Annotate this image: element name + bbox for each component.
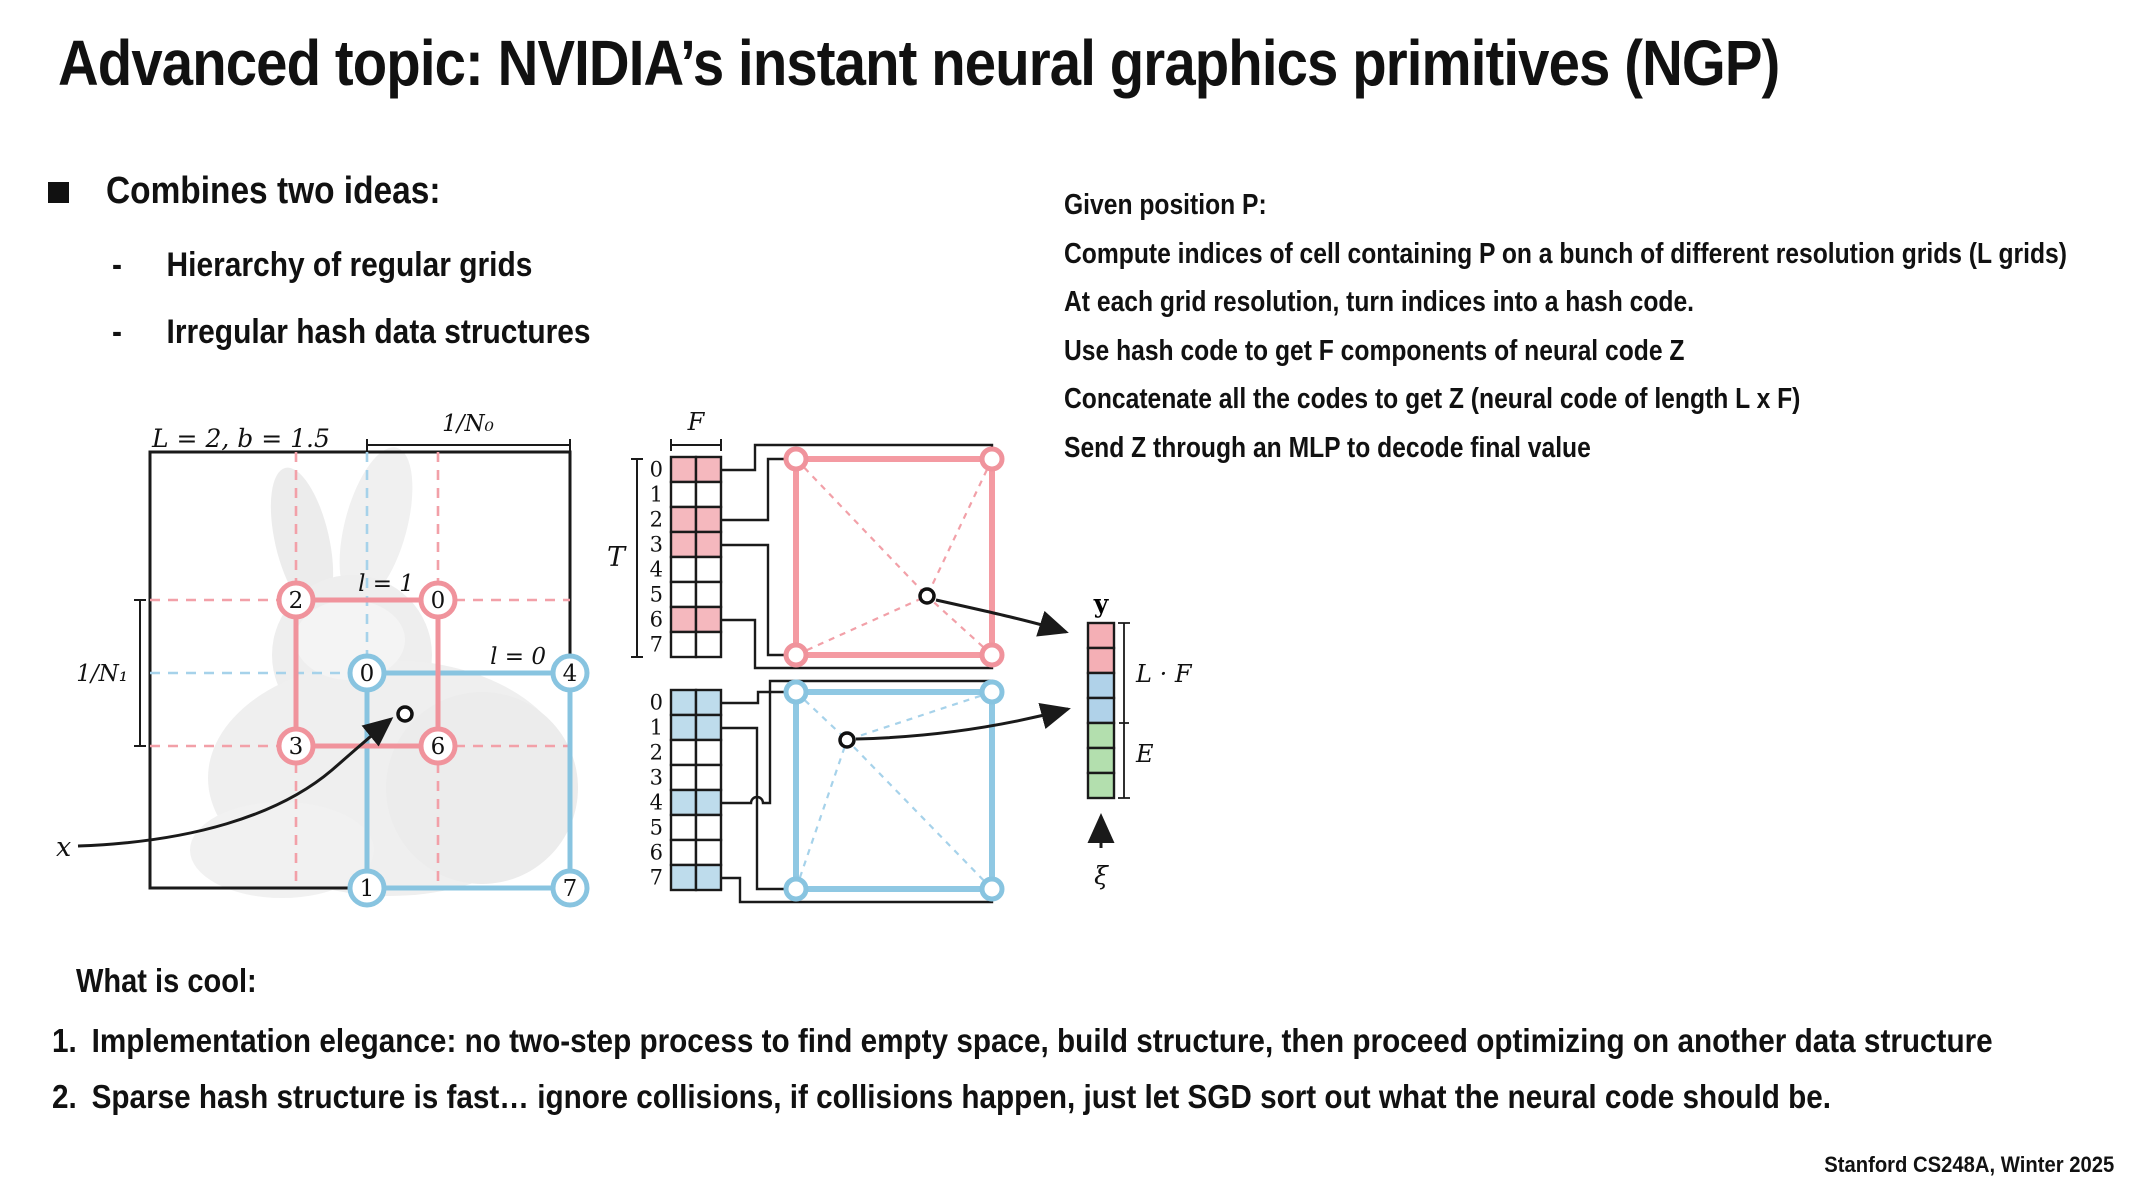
inv-n1-label: 1/N₁ (76, 661, 128, 687)
measure-brackets (134, 439, 722, 747)
svg-text:2: 2 (289, 588, 304, 614)
course-footer: Stanford CS248A, Winter 2025 (1823, 1152, 2114, 1177)
xi-label: ξ (1094, 861, 1109, 890)
svg-text:1: 1 (650, 483, 663, 507)
slide-title: Advanced topic: NVIDIA’s instant neural … (58, 27, 1780, 99)
cool-heading: What is cool: (76, 962, 257, 999)
svg-text:6: 6 (431, 734, 446, 760)
dash-marker: - (112, 246, 122, 284)
cool-item-2: 2.Sparse hash structure is fast… ignore … (52, 1078, 1832, 1115)
grid-dashed-lines (150, 452, 570, 888)
query-point (396, 705, 414, 723)
pink-interp-square (783, 446, 1005, 668)
pink-cell-l1 (293, 597, 441, 749)
svg-text:5: 5 (650, 583, 663, 607)
svg-text:6: 6 (650, 841, 663, 865)
blue-to-y-arrow (855, 702, 1071, 741)
f-label: F (687, 408, 706, 436)
algo-line: Send Z through an MLP to decode final va… (1064, 431, 1591, 464)
bullet-hierarchy: -Hierarchy of regular grids (112, 246, 533, 284)
algo-line: Concatenate all the codes to get Z (neur… (1064, 383, 1801, 416)
algo-line: Compute indices of cell containing P on … (1064, 237, 2067, 270)
svg-text:3: 3 (650, 533, 663, 557)
grid-config-label: L = 2, b = 1.5 (151, 424, 330, 453)
svg-text:4: 4 (650, 791, 663, 815)
bunny-image (190, 447, 578, 898)
bullet-hash: -Irregular hash data structures (112, 313, 591, 351)
svg-text:0: 0 (650, 458, 663, 482)
pink-connectors (721, 443, 994, 670)
svg-text:1: 1 (360, 876, 375, 902)
bullet-square-icon (48, 182, 69, 203)
y-vector (1086, 621, 1116, 800)
algorithm-steps: Given position P: Compute indices of cel… (1064, 181, 2067, 473)
dash-marker: - (112, 313, 122, 351)
bullet-combines: Combines two ideas: (106, 170, 441, 212)
svg-text:2: 2 (650, 741, 663, 765)
y-label: y (1093, 589, 1110, 618)
algo-line: Given position P: (1064, 189, 1267, 221)
svg-text:0: 0 (431, 588, 446, 614)
algo-line: At each grid resolution, turn indices in… (1064, 286, 1695, 319)
t-label: T (607, 542, 627, 573)
svg-text:3: 3 (650, 766, 663, 790)
inv-n0-label: 1/N₀ (442, 411, 494, 437)
x-label: x (56, 832, 71, 863)
pink-to-y-arrow (935, 598, 1069, 637)
l0-label: l = 0 (490, 644, 546, 670)
svg-text:0: 0 (360, 661, 375, 687)
y-bracket (1118, 622, 1130, 799)
l1-label: l = 1 (358, 571, 414, 597)
svg-text:7: 7 (650, 633, 663, 657)
svg-text:7: 7 (650, 866, 663, 890)
svg-text:5: 5 (650, 816, 663, 840)
svg-text:7: 7 (563, 876, 578, 902)
x-arrow (77, 717, 394, 848)
blue-interp-square (783, 679, 1005, 902)
svg-text:6: 6 (650, 608, 663, 632)
blue-cell-l0 (364, 670, 573, 891)
svg-text:3: 3 (289, 734, 304, 760)
e-label: E (1135, 740, 1154, 768)
query-point-l1 (918, 587, 936, 605)
algo-line: Use hash code to get F components of neu… (1064, 334, 1685, 367)
blue-connectors (721, 679, 994, 904)
cool-item-1: 1.Implementation elegance: no two-step p… (52, 1022, 1993, 1059)
query-point-l0 (838, 731, 856, 749)
svg-text:4: 4 (563, 661, 578, 687)
svg-text:1: 1 (650, 716, 663, 740)
left-grid-nodes: 2 0 3 6 0 4 1 7 (276, 580, 590, 908)
svg-text:2: 2 (650, 508, 663, 532)
svg-text:0: 0 (650, 691, 663, 715)
lf-label: L · F (1135, 660, 1193, 688)
svg-text:4: 4 (650, 558, 663, 582)
